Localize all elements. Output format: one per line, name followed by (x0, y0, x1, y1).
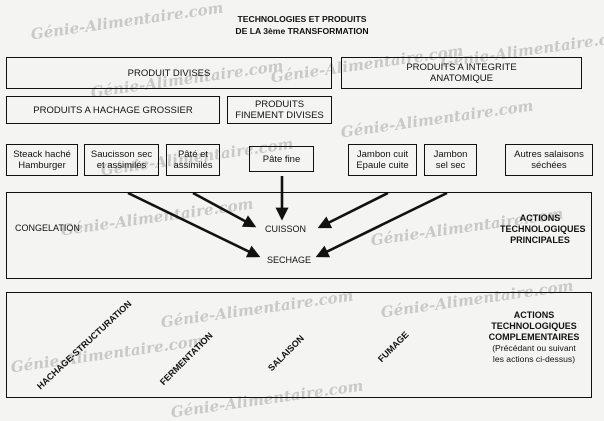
heading-line2: TECHNOLOGIQUES (500, 224, 586, 234)
heading-line2: TECHNOLOGIQUES (491, 321, 577, 331)
product-label-line1: Jambon (433, 149, 468, 160)
note-line2: les actions ci-dessus) (492, 354, 576, 364)
box-actions-complementaires (6, 292, 592, 398)
produit-divises-label: PRODUIT DIVISES (127, 67, 211, 79)
integrite-label-line1: PRODUITS A INTEGRITE (406, 62, 517, 73)
congelation-label: CONGELATION (15, 223, 80, 233)
diagram-title-line1: TECHNOLOGIES ET PRODUITS (237, 14, 367, 24)
finement-label-line1: PRODUITS (254, 99, 305, 110)
product-label-line1: Autres salaisons (514, 149, 584, 160)
product-label-line2: séchées (531, 160, 567, 171)
hachage-grossier-label: PRODUITS A HACHAGE GROSSIER (33, 104, 193, 116)
integrite-label-line2: ANATOMIQUE (430, 73, 493, 84)
actions-complementaires-heading: ACTIONS TECHNOLOGIQUES COMPLEMENTAIRES (… (480, 310, 588, 365)
product-steack-hache: Steack haché Hamburger (6, 144, 78, 176)
heading-line3: COMPLEMENTAIRES (488, 332, 580, 342)
arrow-jambonsel-to-sechage (315, 191, 448, 258)
box-finement-divises: PRODUITS FINEMENT DIVISES (227, 96, 332, 124)
product-label-line2: Hamburger (18, 160, 66, 171)
heading-line1: ACTIONS (519, 213, 561, 223)
heading-line1: ACTIONS (513, 310, 555, 320)
product-jambon-cuit: Jambon cuit Epaule cuite (348, 144, 417, 176)
box-actions-principales (6, 192, 592, 279)
product-jambon-sel-sec: Jambon sel sec (424, 144, 477, 176)
box-integrite-anatomique: PRODUITS A INTEGRITE ANATOMIQUE (341, 57, 582, 89)
cuisson-label: CUISSON (265, 224, 307, 234)
product-label-line2: assimilés (173, 160, 213, 171)
box-produit-divises: PRODUIT DIVISES (6, 57, 332, 89)
product-pate-fine: Pâte fine (249, 146, 314, 172)
box-hachage-grossier: PRODUITS A HACHAGE GROSSIER (6, 96, 220, 124)
product-pate: Pâté et assimilés (166, 144, 220, 176)
product-label-line1: Steack haché (13, 149, 71, 160)
note-line1: (Précédant ou suivant (492, 343, 576, 353)
actions-principales-heading: ACTIONS TECHNOLOGIQUES PRINCIPALES (500, 213, 586, 246)
product-label-line1: Jambon cuit (356, 149, 409, 160)
product-label-line1: Pâte fine (262, 153, 301, 165)
product-label-line2: sel sec (435, 160, 466, 171)
arrow-saucisson-to-sechage (127, 191, 261, 258)
arrow-jambon-to-cuisson (317, 191, 389, 229)
product-label-line2: Epaule cuite (356, 160, 409, 171)
product-label-line2: et assimilés (96, 160, 147, 171)
product-label-line1: Saucisson sec (90, 149, 153, 160)
product-saucisson-sec: Saucisson sec et assimilés (84, 144, 159, 176)
product-autres-salaisons: Autres salaisons séchées (505, 144, 593, 176)
heading-line3: PRINCIPALES (510, 235, 570, 245)
sechage-label: SECHAGE (267, 255, 312, 265)
arrow-pate-to-cuisson (192, 191, 257, 228)
diagram-title-line2: DE LA 3ème TRANSFORMATION (235, 26, 369, 36)
product-label-line1: Pâté et (177, 149, 209, 160)
finement-label-line2: FINEMENT DIVISES (235, 110, 324, 121)
